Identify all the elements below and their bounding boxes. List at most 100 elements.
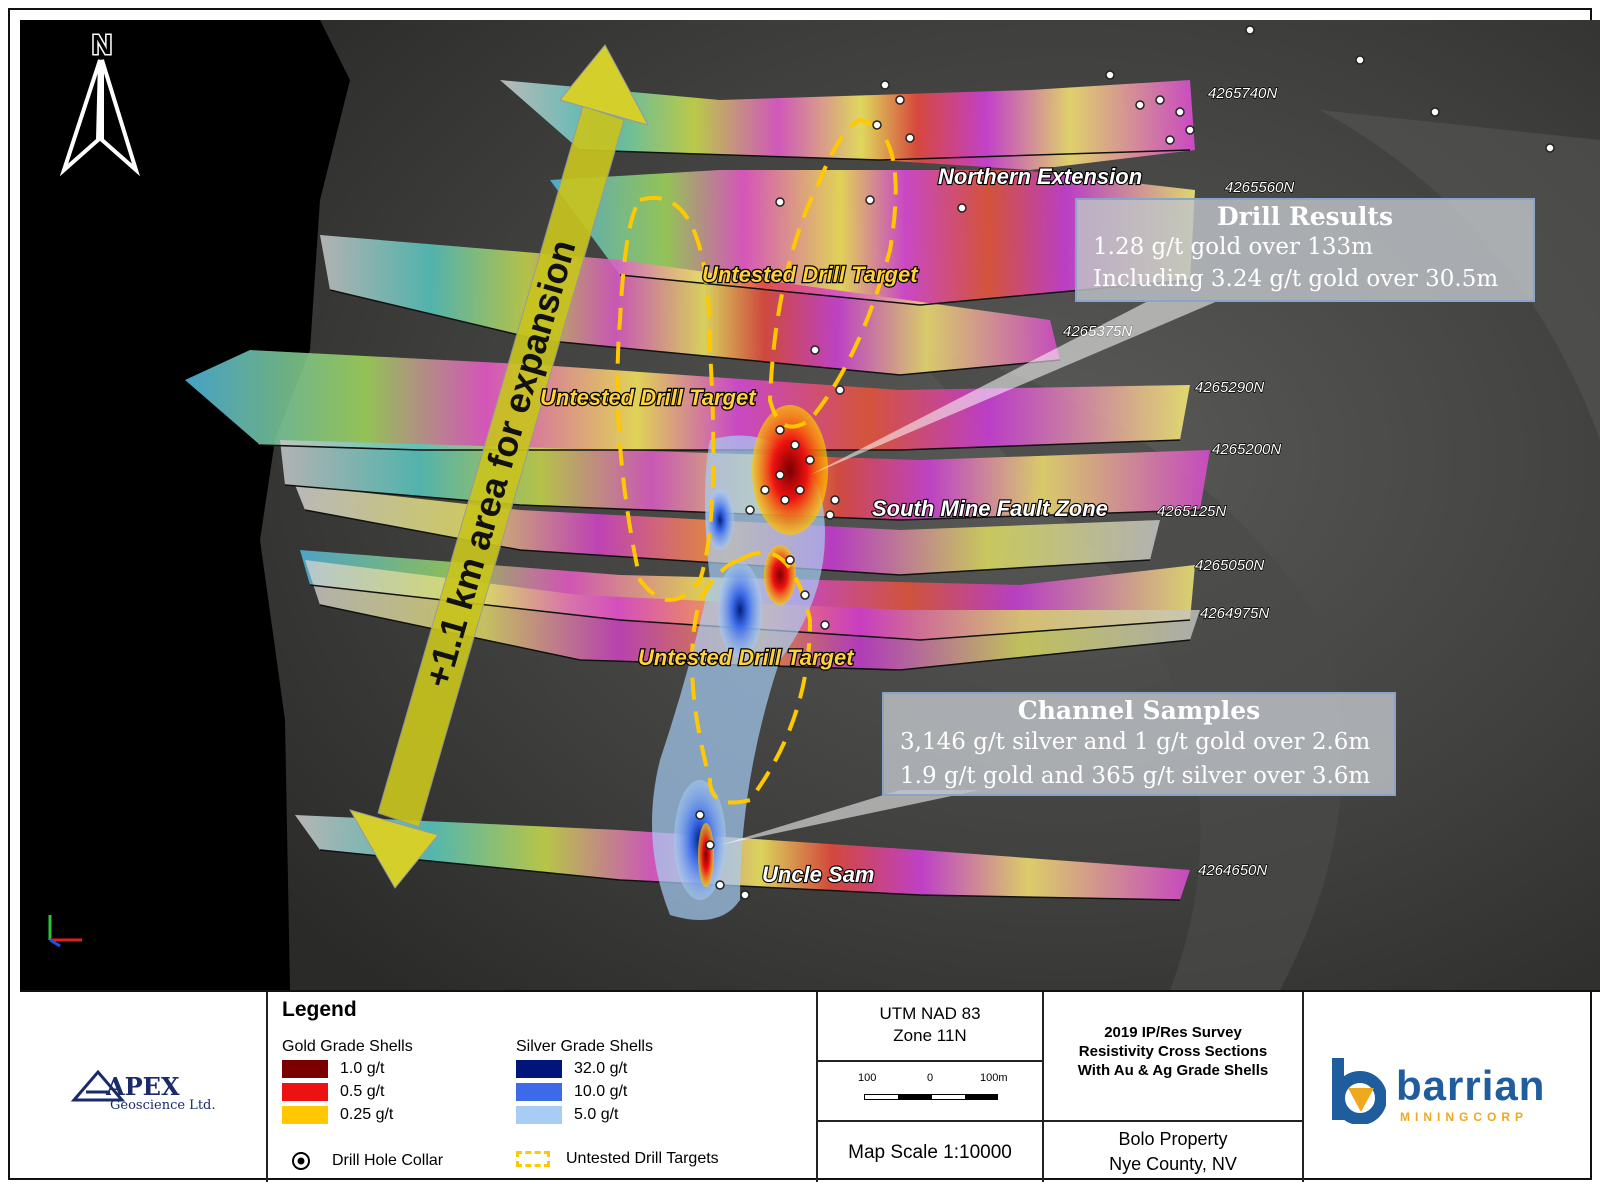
drill-collar	[745, 505, 755, 515]
gold-shell	[698, 823, 714, 887]
targets-legend-label: Untested Drill Targets	[566, 1150, 719, 1167]
north-arrow-left-half	[59, 59, 102, 177]
scale-divider	[818, 1060, 1042, 1062]
drill-collar	[905, 133, 915, 143]
property-line2: Nye County, NV	[1109, 1154, 1237, 1174]
drill-collar	[957, 203, 967, 213]
drill-collar	[790, 440, 800, 450]
silver-legend-label: 5.0 g/t	[574, 1106, 619, 1124]
expansion-arrow-head-bottom	[348, 809, 439, 889]
drill-collar	[1430, 107, 1440, 117]
drill-collar	[1175, 107, 1185, 117]
scalebar: 100 0 100m	[858, 1072, 1008, 1112]
axis-widget	[48, 915, 82, 948]
drill-collar	[695, 810, 705, 820]
section-4265560n	[550, 170, 1195, 305]
drill-collar	[805, 455, 815, 465]
expansion-arrow-head-top	[559, 44, 649, 126]
drill-collar	[895, 95, 905, 105]
gold-shells-header: Gold Grade Shells	[282, 1038, 413, 1055]
silver-core	[718, 562, 762, 658]
gold-swatch	[282, 1060, 328, 1078]
drill-collar	[1165, 135, 1175, 145]
gold-legend-label: 1.0 g/t	[340, 1060, 385, 1078]
drill-results-line: Including 3.24 g/t gold over 30.5m	[1093, 266, 1499, 292]
drill-collar	[785, 555, 795, 565]
section-4265740n	[500, 80, 1195, 170]
drill-collar	[1545, 143, 1555, 153]
drill-collar	[775, 197, 785, 207]
silver-swatch	[516, 1060, 562, 1078]
gold-shell	[764, 545, 796, 605]
untested-target-label: Untested Drill Target	[702, 262, 919, 287]
collar-legend-item: Drill Hole Collar	[290, 1150, 443, 1172]
collar-legend-label: Drill Hole Collar	[332, 1152, 444, 1170]
map-view: +1.1 km area for expansion N 4265740N 42…	[20, 20, 1600, 990]
gold-legend-item: 0.25 g/t	[282, 1106, 393, 1124]
apex-logo-sub: Geoscience Ltd.	[110, 1098, 216, 1113]
uncle-sam-label: Uncle Sam	[762, 862, 875, 887]
projection-line2: Zone 11N	[893, 1026, 967, 1045]
drill-collar	[810, 345, 820, 355]
northing-label: 4265560N	[1225, 179, 1294, 196]
legend-title: Legend	[282, 998, 357, 1021]
northing-label: 4265290N	[1195, 379, 1264, 396]
drill-collar	[775, 470, 785, 480]
apex-logo-icon	[70, 1069, 126, 1102]
map-canvas: +1.1 km area for expansion N 4265740N 42…	[20, 20, 1600, 990]
northing-label: 4265200N	[1212, 441, 1281, 458]
terrain-ridge	[900, 340, 1343, 990]
silver-legend-item: 32.0 g/t	[516, 1060, 627, 1078]
expansion-arrow-shaft	[377, 105, 625, 828]
scalebar-left-label: 100	[858, 1072, 877, 1084]
channel-samples-title: Channel Samples	[1017, 696, 1261, 725]
property-divider	[1044, 1120, 1302, 1122]
drill-collar	[880, 80, 890, 90]
silver-legend-label: 10.0 g/t	[574, 1083, 628, 1101]
silver-swatch	[516, 1106, 562, 1124]
target-swatch	[516, 1150, 550, 1167]
scalebar-bar	[864, 1094, 998, 1100]
northing-label: 4264650N	[1198, 862, 1267, 879]
drill-collar	[1155, 95, 1165, 105]
survey-cell: 2019 IP/Res Survey Resistivity Cross Sec…	[1044, 992, 1304, 1182]
north-label: N	[92, 29, 112, 60]
gold-legend-item: 0.5 g/t	[282, 1083, 384, 1101]
north-arrow-right-half	[100, 59, 141, 177]
section-4264650n	[295, 815, 1190, 900]
collar-icon	[292, 1152, 310, 1170]
drill-collar	[825, 510, 835, 520]
property-line1: Bolo Property	[1118, 1129, 1228, 1149]
drill-collar	[800, 590, 810, 600]
north-arrow: N	[59, 28, 141, 177]
barrian-logo-main: barrian	[1396, 1062, 1546, 1109]
untested-target-label: Untested Drill Target	[638, 645, 855, 670]
barrian-logo-sub: MININGCORP	[1400, 1110, 1528, 1124]
gold-legend-label: 0.5 g/t	[340, 1083, 385, 1101]
drill-collar	[1105, 70, 1115, 80]
survey-line3: With Au & Ag Grade Shells	[1077, 1062, 1269, 1079]
map-scale: Map Scale 1:10000	[848, 1142, 1012, 1163]
target-outline	[767, 117, 898, 429]
drill-collar	[760, 485, 770, 495]
drill-results-leader	[810, 300, 1220, 475]
gold-shell	[752, 405, 828, 535]
silver-legend-item: 5.0 g/t	[516, 1106, 618, 1124]
channel-samples-line: 1.9 g/t gold and 365 g/t silver over 3.6…	[900, 763, 1371, 789]
northing-label: 4265050N	[1195, 557, 1264, 574]
drill-collar	[705, 840, 715, 850]
apex-logo-cell: APEX Geoscience Ltd.	[20, 992, 268, 1182]
figure-frame: +1.1 km area for expansion N 4265740N 42…	[8, 8, 1600, 1182]
silver-legend-item: 10.0 g/t	[516, 1083, 627, 1101]
drill-collar	[1245, 25, 1255, 35]
channel-samples-callout: Channel Samples 3,146 g/t silver and 1 g…	[882, 692, 1396, 796]
scalebar-right-label: 100m	[980, 1072, 1008, 1084]
barrian-logo-icon	[1332, 1058, 1386, 1124]
survey-line1: 2019 IP/Res Survey	[1104, 1024, 1242, 1041]
south-mine-fault-zone-label: South Mine Fault Zone	[872, 496, 1108, 521]
gold-swatch	[282, 1083, 328, 1101]
northern-extension-label: Northern Extension	[938, 164, 1142, 189]
channel-samples-line: 3,146 g/t silver and 1 g/t gold over 2.6…	[900, 729, 1371, 755]
drill-results-title: Drill Results	[1216, 202, 1394, 231]
projection-cell: UTM NAD 83 Zone 11N 100 0 100m Map Scale…	[818, 992, 1044, 1182]
